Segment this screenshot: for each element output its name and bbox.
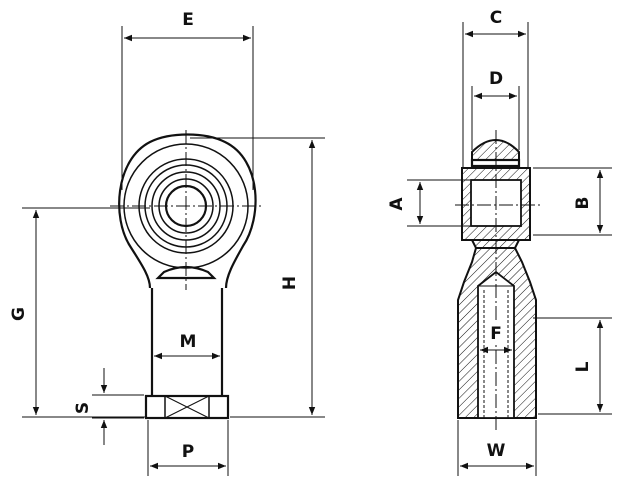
label-A: A [387, 197, 407, 211]
label-S: S [73, 402, 93, 414]
label-M: M [180, 332, 197, 352]
label-P: P [182, 442, 194, 462]
label-G: G [9, 307, 29, 321]
label-H: H [280, 276, 300, 290]
label-F: F [490, 324, 502, 344]
side-view: C D A B F L W [387, 8, 612, 476]
hex-nut [144, 394, 230, 420]
hex-cross-2 [164, 395, 210, 419]
front-head-outline [118, 133, 257, 289]
label-W: W [487, 441, 506, 461]
front-view: E H G M S P [9, 10, 325, 476]
label-D: D [489, 69, 503, 89]
label-F-bg [486, 322, 506, 342]
label-E: E [182, 10, 194, 30]
neck-collar [155, 265, 217, 280]
label-C: C [490, 8, 502, 28]
label-B: B [573, 197, 593, 210]
label-L: L [573, 361, 593, 372]
side-top-cap [471, 139, 520, 161]
